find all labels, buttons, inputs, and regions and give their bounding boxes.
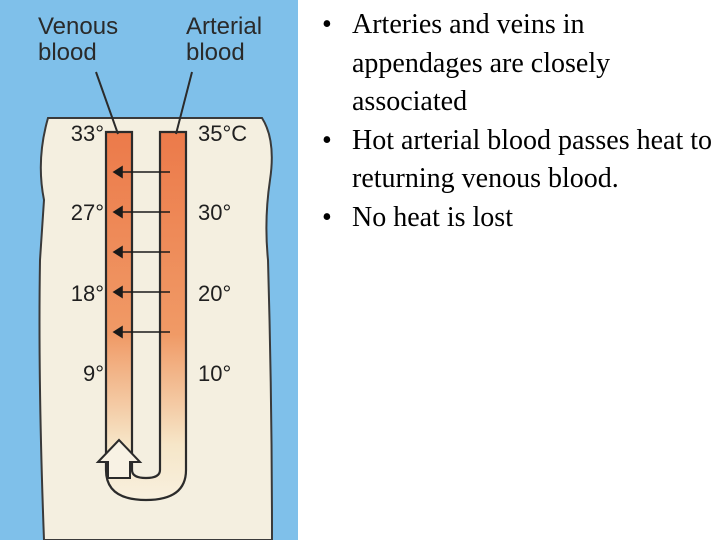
arterial-temp-4: 10°	[198, 361, 232, 386]
vessel-loop	[104, 130, 188, 502]
bullet-text-1: Arteries and veins in appendages are clo…	[352, 9, 611, 117]
bullet-item-3: • No heat is lost	[322, 199, 712, 238]
bullet-item-2: • Hot arterial blood passes heat to retu…	[322, 122, 712, 199]
venous-label-line-2: blood	[38, 39, 97, 66]
venous-temp-2: 27°	[70, 200, 104, 225]
bullet-text-3: No heat is lost	[352, 201, 513, 233]
bullet-text-2: Hot arterial blood passes heat to return…	[352, 124, 713, 195]
bullet-marker: •	[322, 201, 332, 233]
arterial-blood-label: Arterial blood	[186, 14, 306, 66]
arterial-label-line-1: Arterial	[186, 13, 263, 40]
arterial-temp-3: 20°	[198, 281, 232, 306]
venous-temp-1: 33°	[70, 121, 104, 146]
venous-pointer	[95, 71, 119, 135]
arterial-temp-2: 30°	[198, 200, 232, 225]
limb-outline	[38, 117, 274, 540]
bullet-marker: •	[322, 9, 332, 40]
return-arrow-icon	[95, 438, 143, 479]
countercurrent-exchange-figure: Venous blood Arterial blood 33° 27° 18° …	[0, 0, 298, 540]
heat-arrows	[112, 165, 170, 339]
limb-diagram	[38, 71, 274, 540]
bullet-list: • Arteries and veins in appendages are c…	[322, 6, 712, 237]
arterial-label-line-2: blood	[186, 39, 245, 66]
bullet-item-1: • Arteries and veins in appendages are c…	[322, 6, 712, 122]
venous-blood-label: Venous blood	[38, 14, 158, 66]
arterial-pointer	[175, 71, 193, 135]
bullet-marker: •	[322, 124, 332, 156]
venous-label-line-1: Venous	[38, 13, 119, 40]
venous-temp-3: 18°	[70, 281, 104, 306]
arterial-temp-1: 35°C	[198, 121, 248, 146]
venous-temp-4: 9°	[82, 361, 104, 386]
